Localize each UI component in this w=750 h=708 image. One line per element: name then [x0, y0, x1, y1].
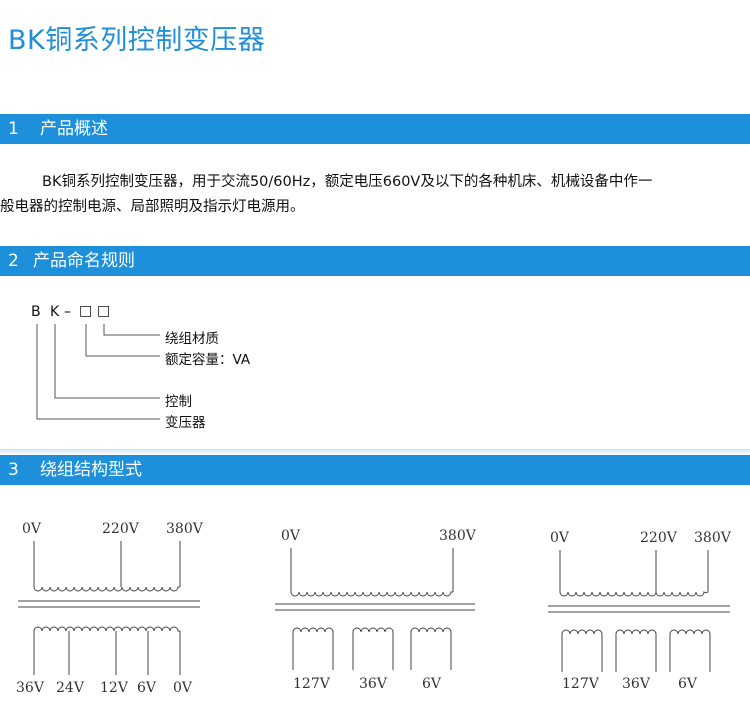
- secondary-tap-label: 0V: [173, 680, 193, 696]
- naming-rule-diagram: B K – □ □ 绕组材质 额定容量：VA 控制 变压器: [0, 295, 330, 435]
- primary-tap-label: 0V: [550, 530, 570, 546]
- overview-line-2: 般电器的控制电源、局部照明及指示灯电源用。: [0, 199, 305, 215]
- primary-tap-label: 0V: [281, 528, 301, 544]
- secondary-tap-label: 6V: [422, 676, 442, 692]
- page-title: BK铜系列控制变压器: [8, 25, 266, 56]
- section-header-naming: 2 产品命名规则: [0, 246, 750, 276]
- primary-tap-label: 220V: [640, 530, 678, 546]
- section-title: 产品命名规则: [33, 251, 135, 271]
- label-rated-capacity: 额定容量：VA: [165, 352, 251, 368]
- code-letter-k: K: [50, 304, 61, 320]
- primary-tap-label: 380V: [439, 528, 477, 544]
- winding-diagram-2: 0V 380V 127V 36V 6V: [275, 528, 477, 692]
- section-title: 产品概述: [40, 119, 108, 139]
- secondary-tap-label: 12V: [100, 680, 129, 696]
- label-winding-material: 绕组材质: [165, 331, 219, 347]
- code-box-material: □: [97, 303, 112, 319]
- section-number: 2: [8, 251, 19, 271]
- primary-tap-label: 220V: [102, 521, 140, 537]
- section-header-winding: 3 绕组结构型式: [0, 455, 750, 485]
- label-control: 控制: [165, 394, 192, 410]
- secondary-tap-label: 127V: [562, 676, 600, 692]
- primary-tap-label: 380V: [694, 530, 732, 546]
- secondary-tap-label: 24V: [56, 680, 85, 696]
- secondary-tap-label: 127V: [293, 676, 331, 692]
- code-letter-b: B: [31, 304, 42, 320]
- section-number: 3: [8, 460, 19, 480]
- secondary-tap-label: 6V: [137, 680, 157, 696]
- naming-leader-lines: [36, 324, 160, 420]
- code-box-capacity: □: [79, 303, 94, 319]
- divider-shadow: [0, 449, 750, 455]
- overview-line-1: BK铜系列控制变压器，用于交流50/60Hz，额定电压660V及以下的各种机床、…: [42, 174, 653, 190]
- secondary-tap-label: 36V: [622, 676, 651, 692]
- section-number: 1: [8, 119, 19, 139]
- secondary-tap-label: 36V: [359, 676, 388, 692]
- secondary-tap-label: 6V: [678, 676, 698, 692]
- secondary-tap-label: 36V: [16, 680, 45, 696]
- section-title: 绕组结构型式: [40, 460, 142, 480]
- winding-diagram-3: 0V 220V 380V 127V 36V 6V: [548, 530, 732, 692]
- code-dash: –: [64, 304, 72, 320]
- overview-paragraph: BK铜系列控制变压器，用于交流50/60Hz，额定电压660V及以下的各种机床、…: [0, 170, 750, 220]
- primary-tap-label: 380V: [166, 521, 204, 537]
- winding-diagram-1: 0V 220V 380V 36V 24V 12V 6V 0V: [16, 521, 204, 696]
- section-header-overview: 1 产品概述: [0, 114, 750, 144]
- label-transformer: 变压器: [165, 415, 206, 431]
- primary-tap-label: 0V: [22, 521, 42, 537]
